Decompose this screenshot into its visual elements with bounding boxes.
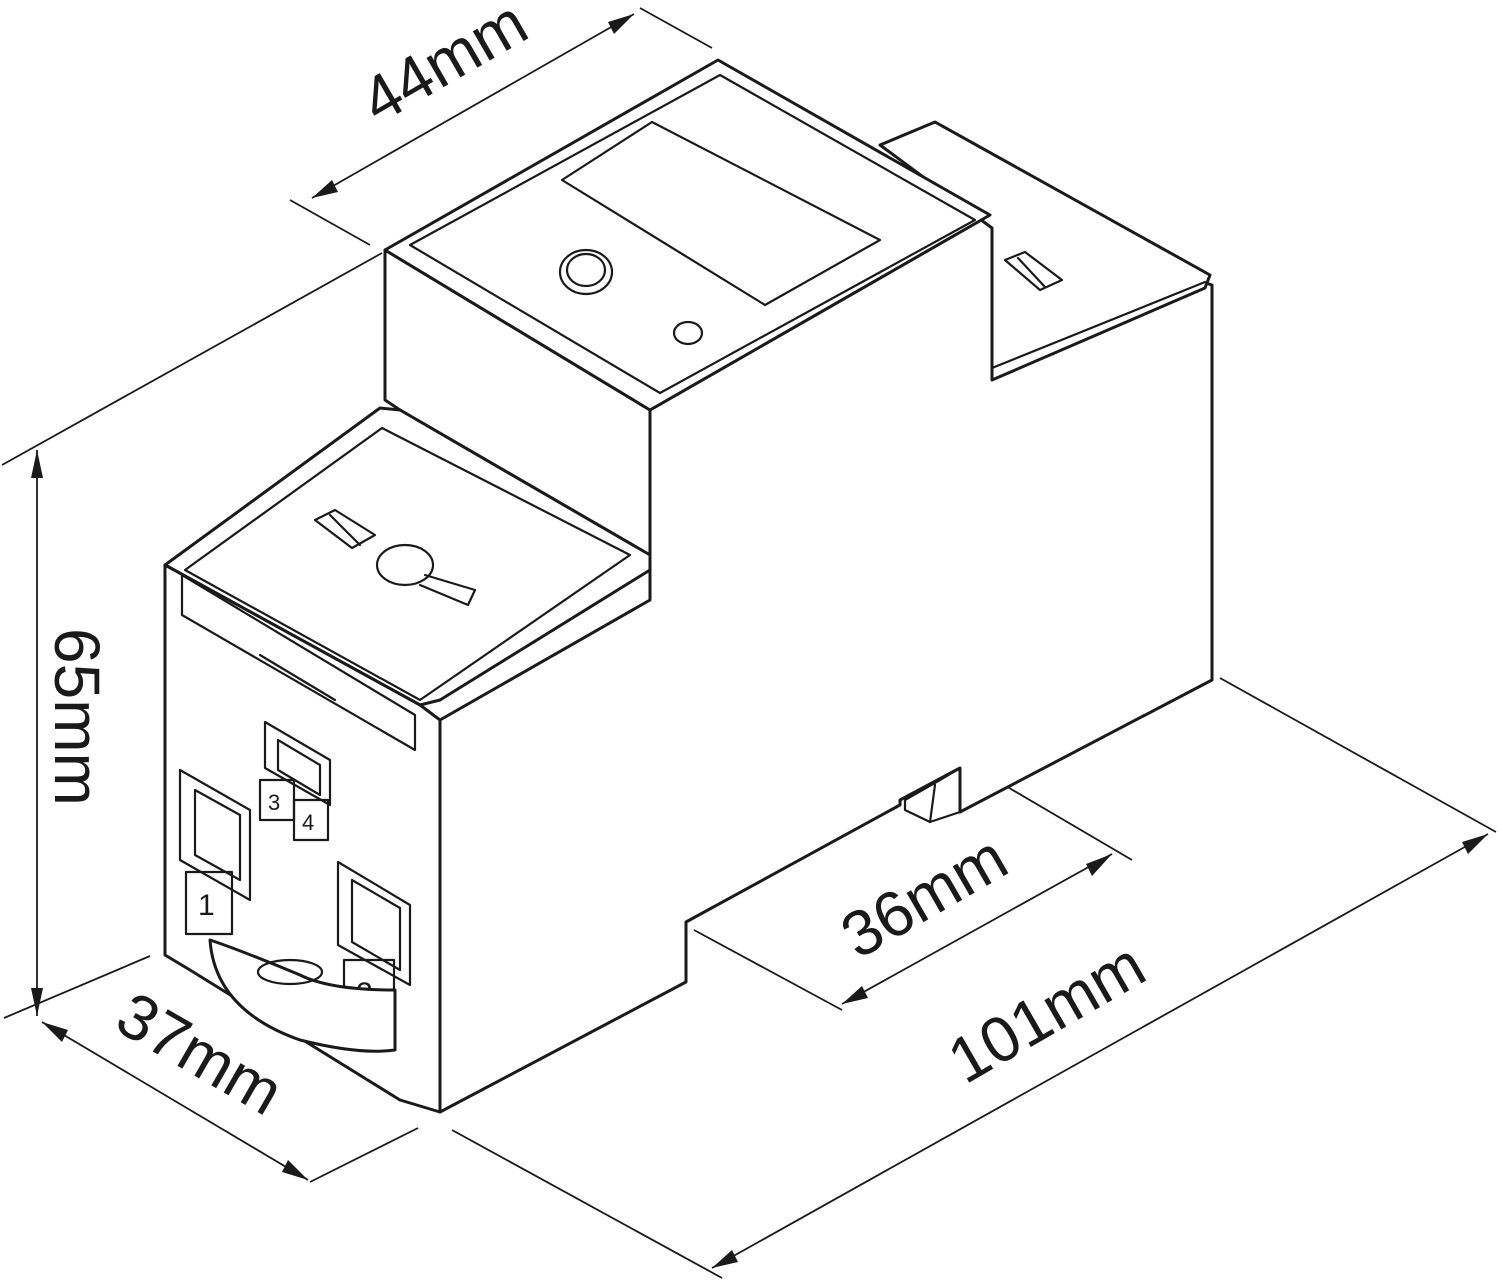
rear-latch [1003, 250, 1064, 292]
din-clip [208, 938, 397, 1053]
din-clip-slot [256, 958, 324, 986]
ext-65-bottom [3, 955, 151, 1019]
led-indicator [672, 320, 704, 346]
dim-label-65: 65mm [41, 628, 113, 806]
dimension-lines [1, 7, 1497, 1279]
rail-notch-edge [928, 783, 937, 824]
dim-label-44: 44mm [349, 0, 539, 137]
dim-label-36: 36mm [829, 821, 1019, 972]
front-label-strip [180, 573, 417, 752]
terminal-upper-left [178, 768, 252, 902]
dim-36-line [841, 853, 1113, 1005]
screw-slot [418, 573, 477, 607]
rear-upper-block [878, 120, 1212, 382]
ext-36-left [693, 929, 843, 1011]
lower-top-inner [183, 426, 632, 702]
push-button-inner [565, 252, 607, 288]
rear-latch-slot [1016, 256, 1047, 289]
dim-44-arrow-a [312, 180, 338, 198]
ext-44-right [639, 7, 713, 49]
dim-label-101: 101mm [936, 928, 1157, 1097]
screw-hole [375, 543, 435, 587]
terminal-label-4: 4 [302, 810, 314, 835]
dim-101-line [711, 833, 1489, 1269]
dim-65-arrow-b [31, 988, 43, 1016]
terminal-lower-right-inner [350, 878, 402, 972]
dim-37-arrow-b [282, 1160, 308, 1180]
terminal-upper-mid [263, 720, 332, 807]
ext-101-right [1219, 677, 1497, 833]
terminal-upper-left-inner [193, 788, 242, 882]
ext-101-left [451, 1129, 723, 1279]
dim-44-line [311, 13, 635, 199]
rear-block-edge [990, 280, 1207, 370]
seal-slot-line [328, 513, 362, 547]
dim-101-arrow-b [1462, 834, 1488, 854]
dim-36-arrow-a [842, 986, 868, 1004]
lcd-display [560, 120, 882, 307]
front-notch [258, 653, 337, 702]
terminal-label-box-1 [184, 870, 234, 936]
terminal-label-3: 3 [268, 790, 280, 815]
terminal-label-box-4 [292, 798, 330, 842]
terminal-lower-right [336, 860, 412, 987]
terminal-upper-mid-inner [276, 738, 322, 797]
push-button-outer[interactable] [558, 248, 614, 296]
rail-notch [903, 766, 962, 824]
dim-37-arrow-a [42, 1022, 68, 1042]
dim-44-arrow-b [608, 14, 634, 34]
dim-101-arrow-a [712, 1250, 738, 1268]
dim-36-arrow-b [1086, 854, 1112, 876]
upper-top-face [383, 58, 992, 412]
upper-top-inner [408, 73, 977, 395]
dim-37-line [41, 1021, 309, 1181]
meter-body: 1 2 3 4 [163, 58, 1214, 1114]
seal-slot [313, 508, 377, 550]
ext-44-left [289, 199, 371, 246]
terminal-label-1: 1 [198, 889, 215, 922]
ext-37-right [309, 1127, 419, 1183]
dim-65-arrow-a [31, 450, 43, 478]
ext-65-top [1, 252, 383, 466]
